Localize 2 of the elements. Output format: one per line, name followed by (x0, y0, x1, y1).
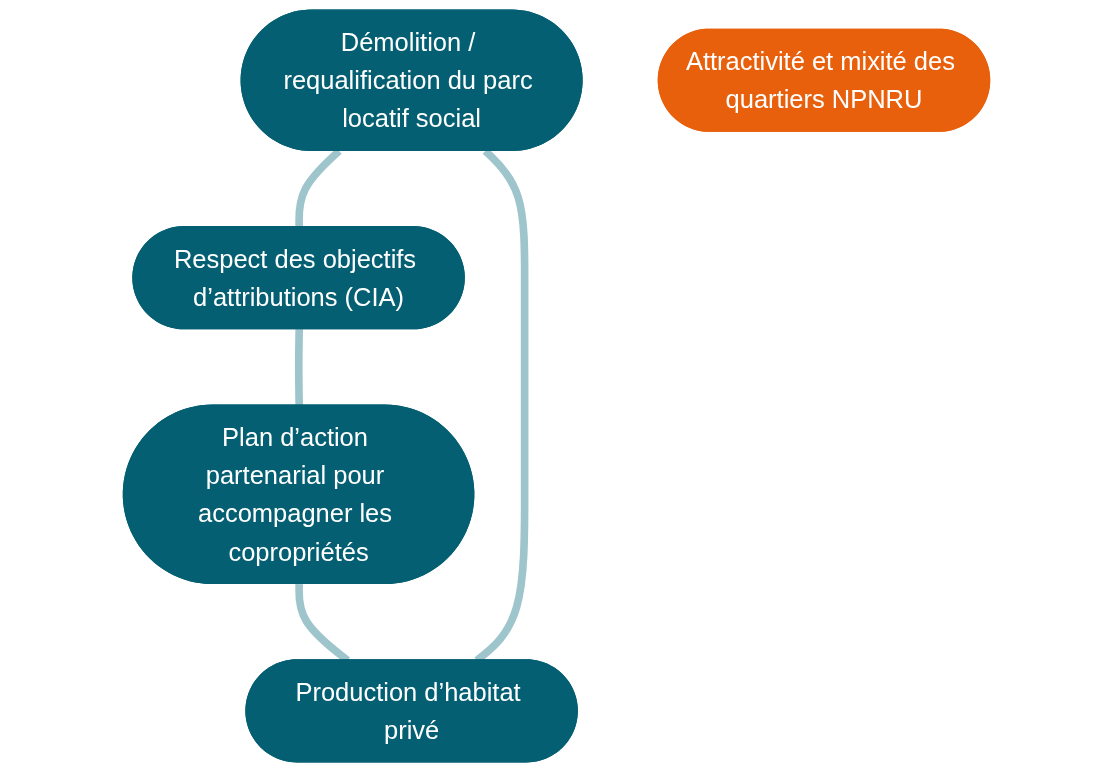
connector (295, 148, 342, 228)
connector (294, 329, 303, 406)
